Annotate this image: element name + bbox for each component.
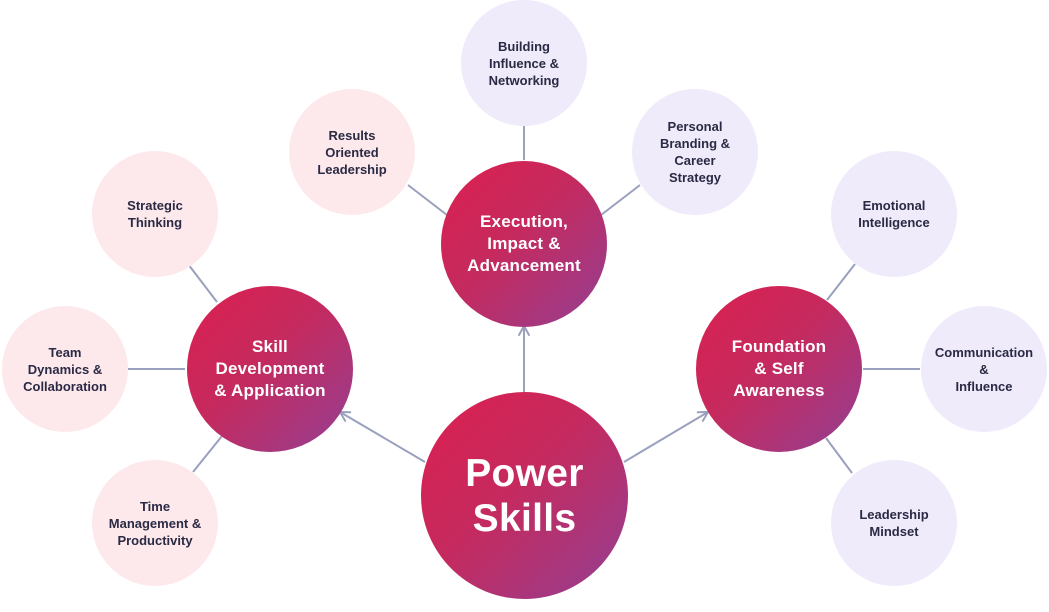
- leaf-communication-influence: Communication&Influence: [921, 306, 1047, 432]
- connector-results: [407, 184, 448, 216]
- arrow-to-foundation: [623, 411, 709, 463]
- connector-strategic: [187, 263, 218, 303]
- connector-personal: [600, 184, 641, 216]
- connector-time: [192, 435, 223, 473]
- connector-leadership: [825, 437, 853, 474]
- hub-execution-impact-advancement: Execution,Impact &Advancement: [441, 161, 607, 327]
- leaf-communication-label: Communication&Influence: [934, 344, 1034, 394]
- connector-emotional: [826, 263, 856, 301]
- arrow-to-skill: [339, 411, 426, 463]
- hub-execution-label: Execution,Impact &Advancement: [467, 212, 581, 275]
